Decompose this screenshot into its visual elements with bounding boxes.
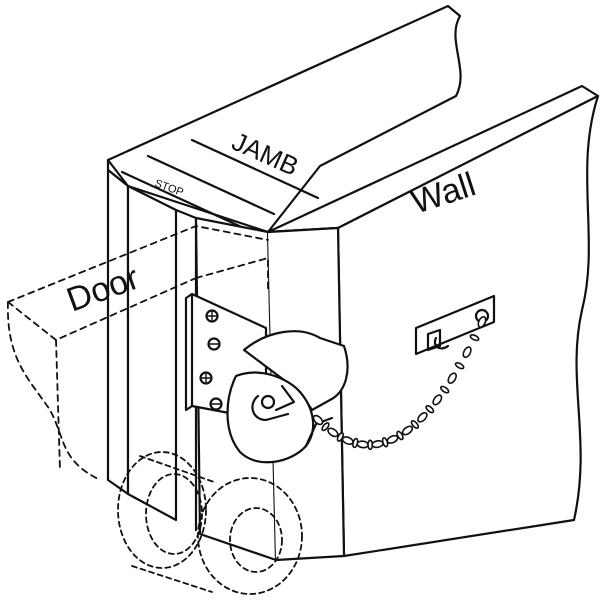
chain-link [469,333,480,342]
hook-rivet [260,394,276,410]
screw-2 [207,337,221,351]
keeper-post [433,336,450,350]
screw-1 [205,309,219,323]
chain-link [425,405,435,414]
door-edge-vertical [55,339,61,471]
keeper-slot [426,328,442,352]
jamb-top-face [106,4,462,234]
knob-ball-inner [229,507,283,573]
door-outline [7,225,269,481]
chain-link [410,420,420,429]
chain-link [327,427,339,438]
door-face [7,225,197,341]
door-leading-edge [195,257,269,293]
knob-neck [131,455,215,593]
guard-plate-edge [184,292,194,412]
chain-link [477,316,487,328]
jamb-divider-3 [120,170,250,232]
chain-link [396,430,404,441]
chain-link [439,385,450,394]
chain-link [447,372,457,384]
chain-link [356,440,369,449]
jamb-divider-1 [190,138,320,200]
hook-tab [304,416,334,448]
door-knob [117,451,303,595]
jamb-side-post [106,168,130,496]
chain-link [417,411,428,423]
stop-strip [126,184,178,522]
hook-slot [251,394,290,422]
chain-link [401,425,414,436]
knob-rose [117,451,207,569]
guard-hook [226,330,349,464]
door-bottom-wave [7,301,101,481]
chain-link [462,346,472,359]
chain-link [454,361,465,370]
hook-bracket [242,330,349,412]
hook-body [226,371,315,464]
screw-3 [199,371,213,385]
screw-4 [209,397,223,411]
chain-link [321,422,330,432]
hook-notch [274,384,296,412]
chain [312,316,487,451]
chain-link [432,394,443,406]
jamb-divider-2 [146,154,276,216]
chain-link [312,414,324,426]
knob-rose-inner [145,473,203,555]
knob-ball-outer [197,477,303,595]
